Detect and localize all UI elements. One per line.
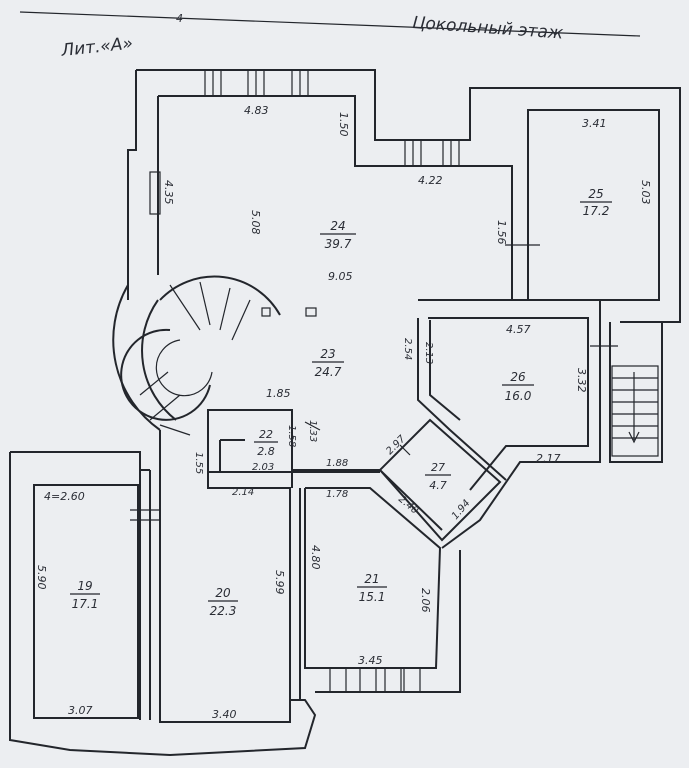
dim-1-56: 1.56 <box>495 220 508 245</box>
room-24-area: 39.7 <box>325 237 352 251</box>
spiral-staircase <box>120 275 317 421</box>
room-19-area: 17.1 <box>72 597 99 611</box>
door-marks <box>159 244 540 456</box>
dim-2-13: 2.13 <box>423 342 434 364</box>
room-23-area: 24.7 <box>315 365 342 379</box>
dim-1-50: 1.50 <box>337 112 350 137</box>
dim-1-85: 1.85 <box>266 387 291 400</box>
dim-1-94: 1.94 <box>450 498 473 522</box>
inner-walls <box>139 318 507 720</box>
dim-5-08: 5.08 <box>249 210 262 235</box>
room-24-number: 24 <box>330 219 345 233</box>
dim-1-78: 1.78 <box>326 489 348 500</box>
room-23-number: 23 <box>320 347 335 361</box>
dimension-labels: 4.83 1.50 4.22 3.41 5.03 1.56 5.08 9.05 … <box>35 104 652 721</box>
room-25-area: 17.2 <box>583 204 610 218</box>
straight-staircase <box>590 345 659 457</box>
room-27-area: 4.7 <box>429 479 447 492</box>
dim-4-83: 4.83 <box>244 104 269 117</box>
dim-4-22: 4.22 <box>418 174 443 187</box>
dim-4-35: 4.35 <box>162 180 175 205</box>
room-22-area: 2.8 <box>257 445 275 458</box>
room-labels: 24 39.7 25 17.2 23 24.7 26 16.0 22 2.8 2… <box>70 187 612 618</box>
room-26-number: 26 <box>510 370 526 384</box>
dim-2-14: 2.14 <box>232 487 254 498</box>
dim-1-55: 1.55 <box>193 452 204 474</box>
dim-5-03: 5.03 <box>639 180 652 205</box>
plan-title: Цокольный этаж <box>412 13 565 44</box>
room-21-area: 15.1 <box>359 590 386 604</box>
dim-2-17: 2.17 <box>536 452 561 465</box>
dim-5-90: 5.90 <box>35 565 48 590</box>
dim-5-99: 5.99 <box>273 570 286 595</box>
dim-1-33: 1.33 <box>307 420 318 442</box>
room-27-number: 27 <box>431 461 445 474</box>
room-19-number: 19 <box>77 579 92 593</box>
dim-3-32: 3.32 <box>575 368 588 393</box>
dim-3-45: 3.45 <box>358 654 383 667</box>
room-25-number: 25 <box>588 187 603 201</box>
room-22-number: 22 <box>259 428 273 441</box>
dim-4-57: 4.57 <box>506 323 531 336</box>
dim-3-41: 3.41 <box>582 117 607 130</box>
dim-1-58: 1.58 <box>286 425 297 447</box>
room-26-area: 16.0 <box>505 389 532 403</box>
lit-sup: 4 <box>176 12 183 25</box>
dim-1-88: 1.88 <box>326 458 348 469</box>
header-rule <box>19 11 641 37</box>
room-20-number: 20 <box>215 586 231 600</box>
dim-2-06: 2.06 <box>419 588 432 613</box>
windows <box>130 69 460 693</box>
outer-walls <box>9 69 681 757</box>
dim-3-07: 3.07 <box>68 704 93 717</box>
dim-3-40: 3.40 <box>212 708 237 721</box>
dim-4-80: 4.80 <box>309 545 322 570</box>
lit-label: Лит.«А» <box>59 34 133 61</box>
room-20-area: 22.3 <box>210 604 237 618</box>
dim-2-60: 4=2.60 <box>44 490 85 503</box>
room-21-number: 21 <box>364 572 379 586</box>
dim-2-03: 2.03 <box>252 462 274 473</box>
dim-2-54: 2.54 <box>402 338 413 360</box>
dim-9-05: 9.05 <box>328 270 353 283</box>
